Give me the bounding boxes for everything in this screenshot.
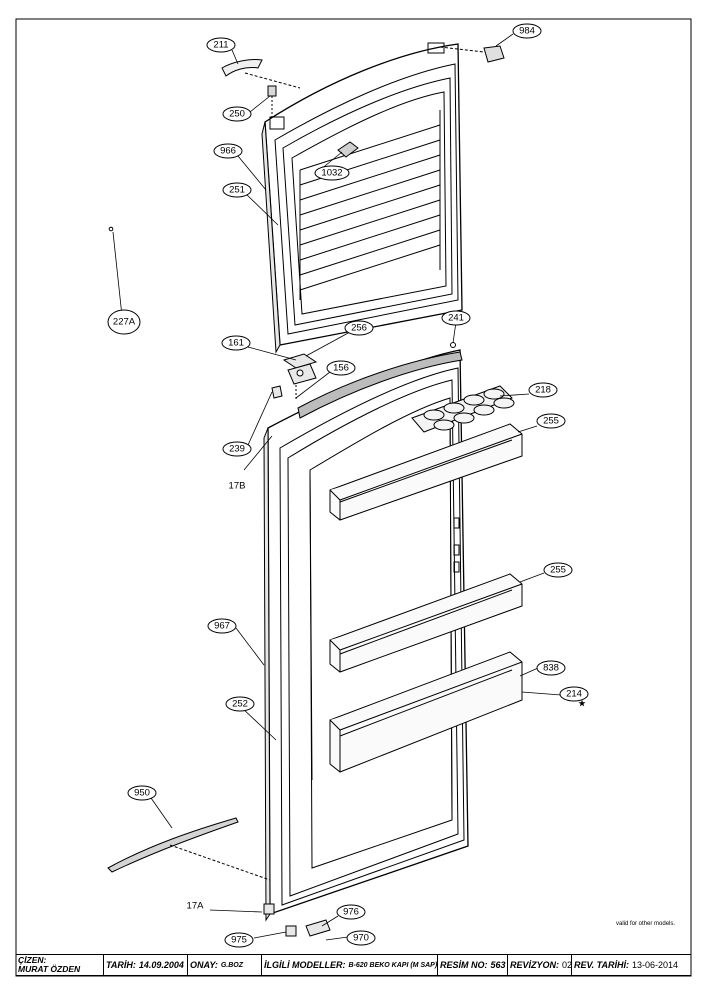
callout-984: 984 (512, 23, 542, 39)
door-shelf-middle (329, 573, 523, 673)
validity-note: valid for other models. (616, 921, 675, 927)
callout-838: 838 (536, 660, 566, 676)
callout-1032: 1032 (314, 165, 350, 181)
svg-text:239: 239 (229, 444, 245, 455)
svg-text:838: 838 (543, 663, 559, 674)
callout-250: 250 (222, 106, 252, 122)
drawing-frame (15, 18, 692, 977)
part-950 (107, 817, 239, 873)
approval-cell: ONAY: G.BOZ (188, 955, 262, 975)
drawing-number-cell: RESİM NO: 563 (438, 955, 508, 975)
callout-161: 161 (221, 335, 251, 351)
callout-252: 252 (225, 696, 255, 712)
svg-text:975: 975 (231, 935, 247, 946)
middle-hinge (271, 353, 318, 400)
svg-text:970: 970 (353, 933, 369, 944)
revision-label: REVİZYON: (510, 960, 560, 970)
egg-tray-218 (411, 385, 515, 433)
svg-text:156: 156 (333, 363, 349, 374)
svg-text:161: 161 (228, 338, 244, 349)
svg-text:227A: 227A (113, 317, 136, 328)
door-shelf-top (329, 423, 523, 521)
leader-lines (112, 33, 562, 941)
bottom-hinge (263, 903, 331, 937)
svg-text:976: 976 (343, 907, 359, 918)
callout-975: 975 (224, 932, 254, 948)
label-17a: 17A (187, 901, 205, 912)
callout-256: 256 (344, 320, 374, 336)
part-211 (221, 59, 263, 77)
date-cell: TARİH: 14.09.2004 (104, 955, 188, 975)
callout-970: 970 (346, 930, 376, 946)
models-cell: İLGİLİ MODELLER: B-620 BEKO KAPI (M SAP) (262, 955, 438, 975)
star-marker: ★ (578, 699, 587, 710)
svg-text:984: 984 (519, 26, 535, 37)
date-label: TARİH: (106, 960, 136, 970)
svg-text:214: 214 (566, 689, 582, 700)
callout-976: 976 (336, 904, 366, 920)
drawer-name: MURAT ÖZDEN (18, 964, 81, 974)
svg-text:241: 241 (448, 313, 464, 324)
callout-966: 966 (213, 143, 243, 159)
svg-text:1032: 1032 (321, 168, 342, 179)
label-17b: 17B (229, 481, 246, 492)
svg-text:966: 966 (220, 146, 236, 157)
svg-text:256: 256 (351, 323, 367, 334)
svg-text:950: 950 (134, 788, 150, 799)
callout-239: 239 (222, 441, 252, 457)
freezer-door (261, 42, 463, 354)
models-label: İLGİLİ MODELLER: (264, 960, 346, 970)
callout-255-top: 255 (536, 413, 566, 429)
drawing-number-value: 563 (490, 960, 506, 970)
revision-date-label: REV. TARİHİ: (574, 960, 630, 970)
revision-date-cell: REV. TARİHİ: 13-06-2014 (572, 955, 691, 975)
svg-text:967: 967 (214, 621, 230, 632)
callout-950: 950 (127, 785, 157, 801)
title-block: ÇİZEN: MURAT ÖZDEN TARİH: 14.09.2004 ONA… (16, 954, 691, 976)
callout-labels: 211 984 250 966 1032 251 227A 241 256 16… (107, 23, 589, 948)
drawing-number-label: RESİM NO: (440, 960, 488, 970)
approval-value: G.BOZ (220, 961, 244, 969)
approval-label: ONAY: (190, 960, 218, 970)
svg-text:252: 252 (232, 699, 248, 710)
models-value: B-620 BEKO KAPI (M SAP) (348, 961, 438, 969)
svg-text:250: 250 (229, 109, 245, 120)
part-984 (483, 45, 505, 63)
callout-241: 241 (441, 310, 471, 326)
part-241 (450, 342, 456, 348)
callout-967: 967 (207, 618, 237, 634)
callout-227a: 227A (107, 309, 141, 335)
callout-214: 214 (559, 686, 589, 702)
callout-218: 218 (528, 382, 558, 398)
svg-text:251: 251 (229, 185, 245, 196)
callout-156: 156 (326, 360, 356, 376)
revision-value: 02 (562, 960, 572, 970)
callout-211: 211 (206, 37, 236, 53)
svg-text:218: 218 (535, 385, 551, 396)
svg-text:255: 255 (550, 565, 566, 576)
callout-251: 251 (222, 182, 252, 198)
revision-date-value: 13-06-2014 (632, 960, 679, 970)
revision-cell: REVİZYON: 02 (508, 955, 572, 975)
drawer-cell: ÇİZEN: MURAT ÖZDEN (16, 955, 104, 975)
drawer-label: ÇİZEN: (18, 955, 47, 965)
svg-text:255: 255 (543, 416, 559, 427)
fridge-door (263, 349, 469, 922)
svg-text:211: 211 (213, 40, 228, 51)
part-227a (108, 226, 114, 232)
date-value: 14.09.2004 (138, 960, 184, 970)
callout-255-middle: 255 (543, 562, 573, 578)
part-250 (267, 85, 277, 97)
door-shelf-bottom (329, 651, 523, 773)
